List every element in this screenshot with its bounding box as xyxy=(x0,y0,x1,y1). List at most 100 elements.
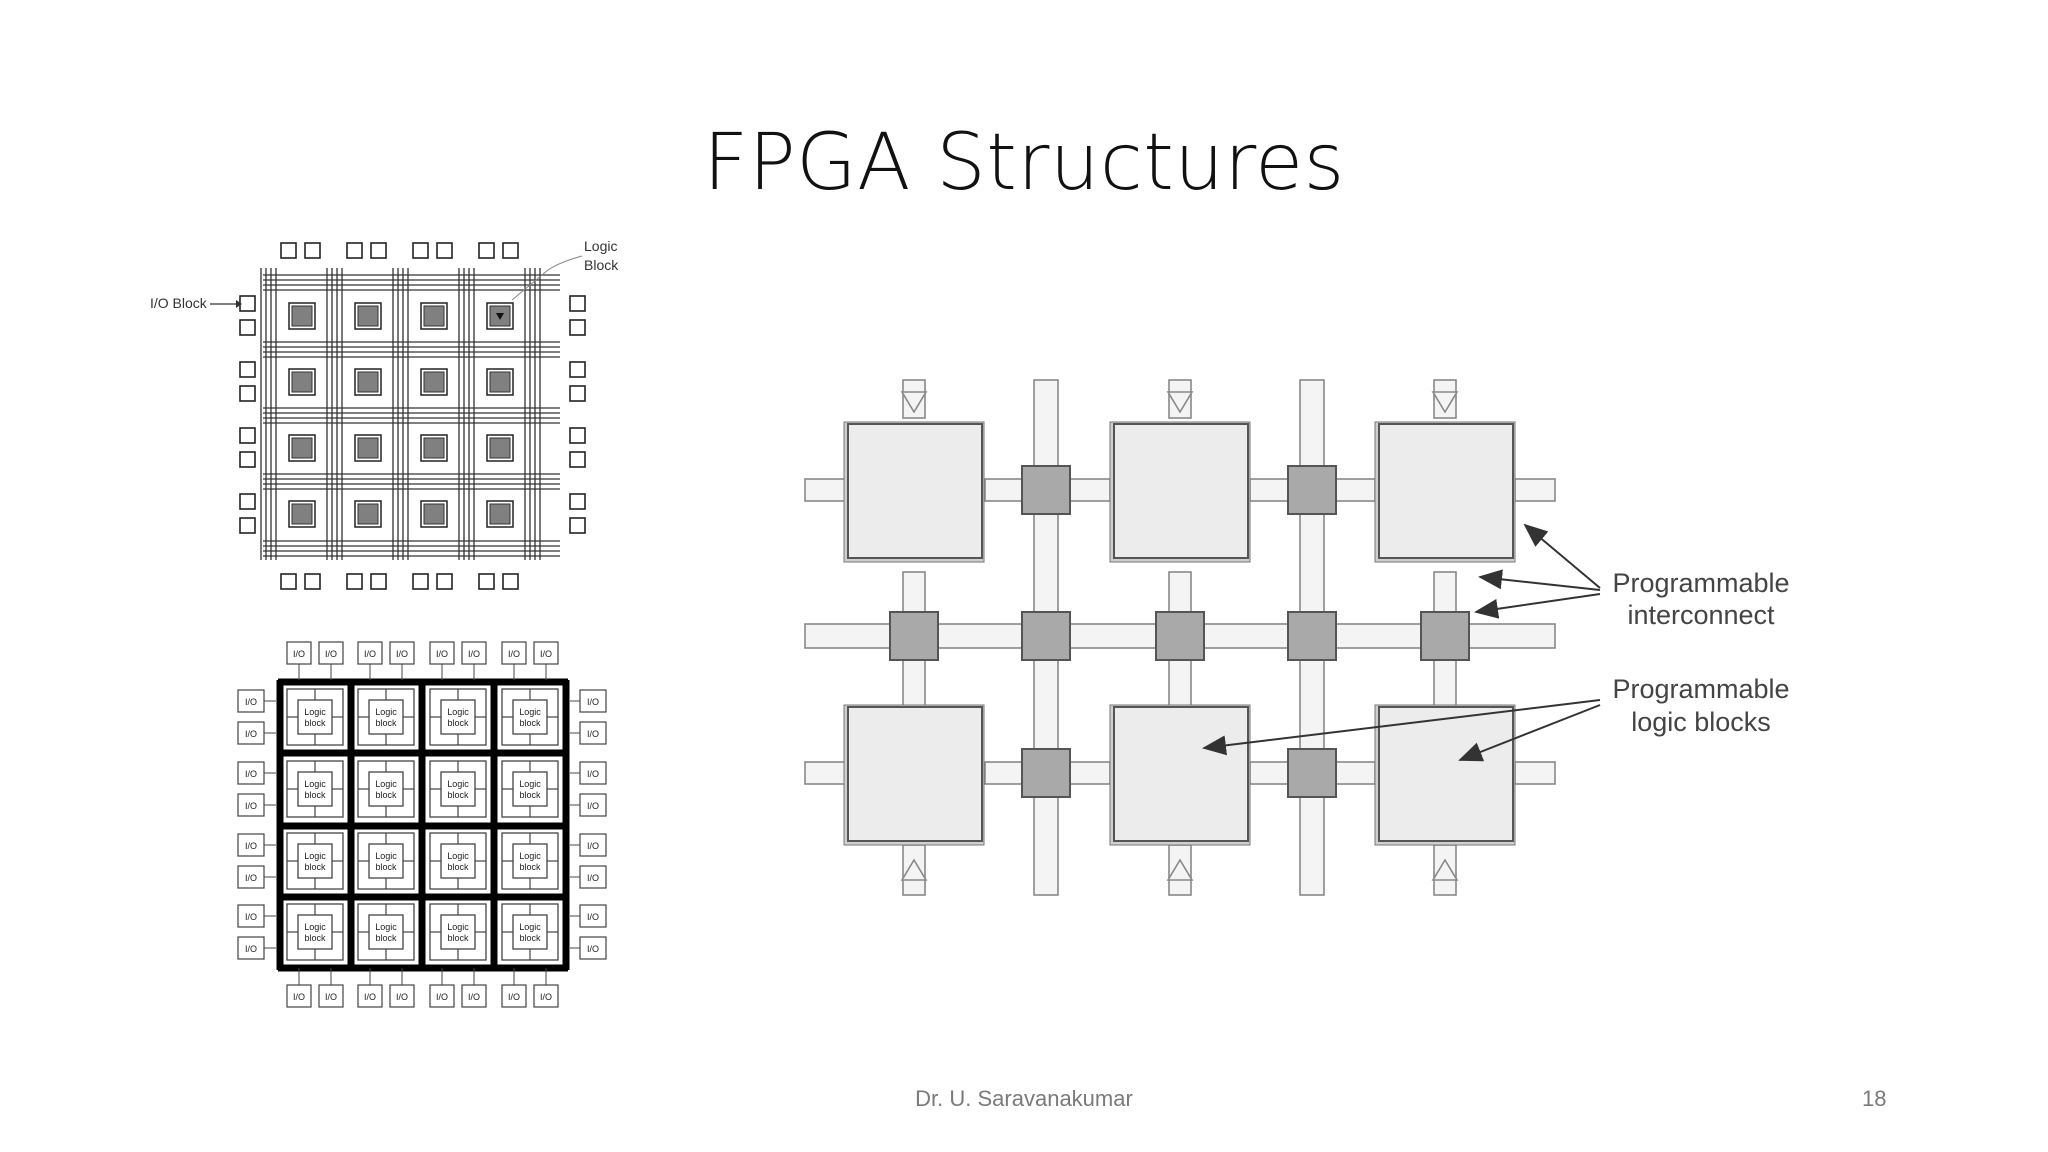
logic-block xyxy=(489,371,511,393)
io-block xyxy=(280,242,297,259)
interconnect-channel xyxy=(902,571,926,613)
logic-block-text: block xyxy=(304,790,326,800)
channel-arrow-tip xyxy=(900,391,928,414)
io-block xyxy=(280,573,297,590)
logic-block-text: Logic xyxy=(447,779,469,789)
io-cell-text: I/O xyxy=(468,992,480,1002)
io-cell-text: I/O xyxy=(245,912,257,922)
logic-block-marker xyxy=(496,313,504,320)
slide-title: FPGA Structures xyxy=(703,118,1345,208)
io-block xyxy=(569,493,586,510)
logic-block-text: Logic xyxy=(304,779,326,789)
io-block xyxy=(436,242,453,259)
io-cell-text: I/O xyxy=(587,729,599,739)
io-cell-text: I/O xyxy=(245,697,257,707)
logic-block xyxy=(291,503,313,525)
io-block xyxy=(239,427,256,444)
io-cell-text: I/O xyxy=(587,769,599,779)
io-cell-text: I/O xyxy=(540,649,552,659)
logic-block xyxy=(357,371,379,393)
logic-block-text: Logic xyxy=(519,922,541,932)
io-cell-text: I/O xyxy=(587,801,599,811)
logic-block-text: block xyxy=(519,862,541,872)
interconnect-channel xyxy=(1168,571,1192,613)
channel-arrow-tip xyxy=(1166,858,1194,881)
programmable-logic-block xyxy=(847,706,983,842)
interconnect-channel xyxy=(1514,478,1556,502)
io-block-label: I/O Block xyxy=(150,295,208,311)
logic-block xyxy=(291,305,313,327)
logic-block-arrow xyxy=(1458,704,1601,762)
io-cell-text: I/O xyxy=(293,649,305,659)
io-cell-text: I/O xyxy=(540,992,552,1002)
channel-arrow-tip xyxy=(1166,391,1194,414)
logic-block-text: Logic xyxy=(375,922,397,932)
page-number: 18 xyxy=(1862,1086,1887,1111)
io-block xyxy=(239,451,256,468)
io-block xyxy=(569,517,586,534)
logic-block-text: Logic xyxy=(304,707,326,717)
switch-box xyxy=(1287,611,1337,661)
logic-block-text: block xyxy=(447,718,469,728)
logic-block-text: block xyxy=(375,790,397,800)
logic-block-text: Logic xyxy=(447,922,469,932)
channel-arrow-tip xyxy=(1431,858,1459,881)
logic-block-text: Logic xyxy=(375,707,397,717)
io-block xyxy=(239,517,256,534)
programmable-logic-block xyxy=(1113,423,1249,559)
logic-block xyxy=(489,503,511,525)
io-cell-text: I/O xyxy=(364,992,376,1002)
io-block xyxy=(569,295,586,312)
logic-blocks-label-line2: logic blocks xyxy=(1631,707,1771,737)
programmable-logic-block xyxy=(1378,706,1514,842)
switch-box xyxy=(1021,611,1071,661)
logic-label-leader xyxy=(511,255,583,301)
logic-block-text: block xyxy=(519,933,541,943)
logic-block-label-line1: Logic xyxy=(584,238,617,254)
io-block xyxy=(239,319,256,336)
io-block xyxy=(502,242,519,259)
io-block xyxy=(239,493,256,510)
io-block xyxy=(370,242,387,259)
io-cell-text: I/O xyxy=(245,944,257,954)
logic-block xyxy=(357,305,379,327)
interconnect-channel xyxy=(902,659,926,707)
io-block xyxy=(370,573,387,590)
logic-block-text: block xyxy=(375,862,397,872)
io-block xyxy=(412,573,429,590)
channel-arrow-tip xyxy=(1431,391,1459,414)
io-cell-text: I/O xyxy=(245,873,257,883)
io-cell-text: I/O xyxy=(587,873,599,883)
switch-box xyxy=(1021,465,1071,515)
io-cell-text: I/O xyxy=(293,992,305,1002)
io-block xyxy=(478,242,495,259)
logic-block-text: block xyxy=(447,862,469,872)
logic-block xyxy=(357,437,379,459)
logic-block xyxy=(423,371,445,393)
switch-box xyxy=(1287,465,1337,515)
logic-block xyxy=(423,503,445,525)
io-cell-text: I/O xyxy=(245,801,257,811)
io-cell-text: I/O xyxy=(436,992,448,1002)
logic-block-text: block xyxy=(447,790,469,800)
io-cell-text: I/O xyxy=(508,649,520,659)
logic-blocks-label-line1: Programmable xyxy=(1612,674,1789,704)
io-block xyxy=(346,573,363,590)
logic-block-text: Logic xyxy=(375,851,397,861)
logic-block-text: block xyxy=(519,718,541,728)
logic-block-text: Logic xyxy=(375,779,397,789)
interconnect-channel xyxy=(1168,659,1192,707)
logic-block xyxy=(291,371,313,393)
programmable-logic-block xyxy=(847,423,983,559)
logic-block xyxy=(423,437,445,459)
interconnect-arrow xyxy=(1478,569,1601,591)
switch-box xyxy=(1420,611,1470,661)
interconnect-label-line2: interconnect xyxy=(1627,600,1775,630)
logic-block-text: block xyxy=(375,718,397,728)
io-cell-text: I/O xyxy=(245,729,257,739)
io-cell-text: I/O xyxy=(396,992,408,1002)
logic-block-text: Logic xyxy=(447,851,469,861)
programmable-logic-block xyxy=(1113,706,1249,842)
programmable-logic-block xyxy=(1378,423,1514,559)
